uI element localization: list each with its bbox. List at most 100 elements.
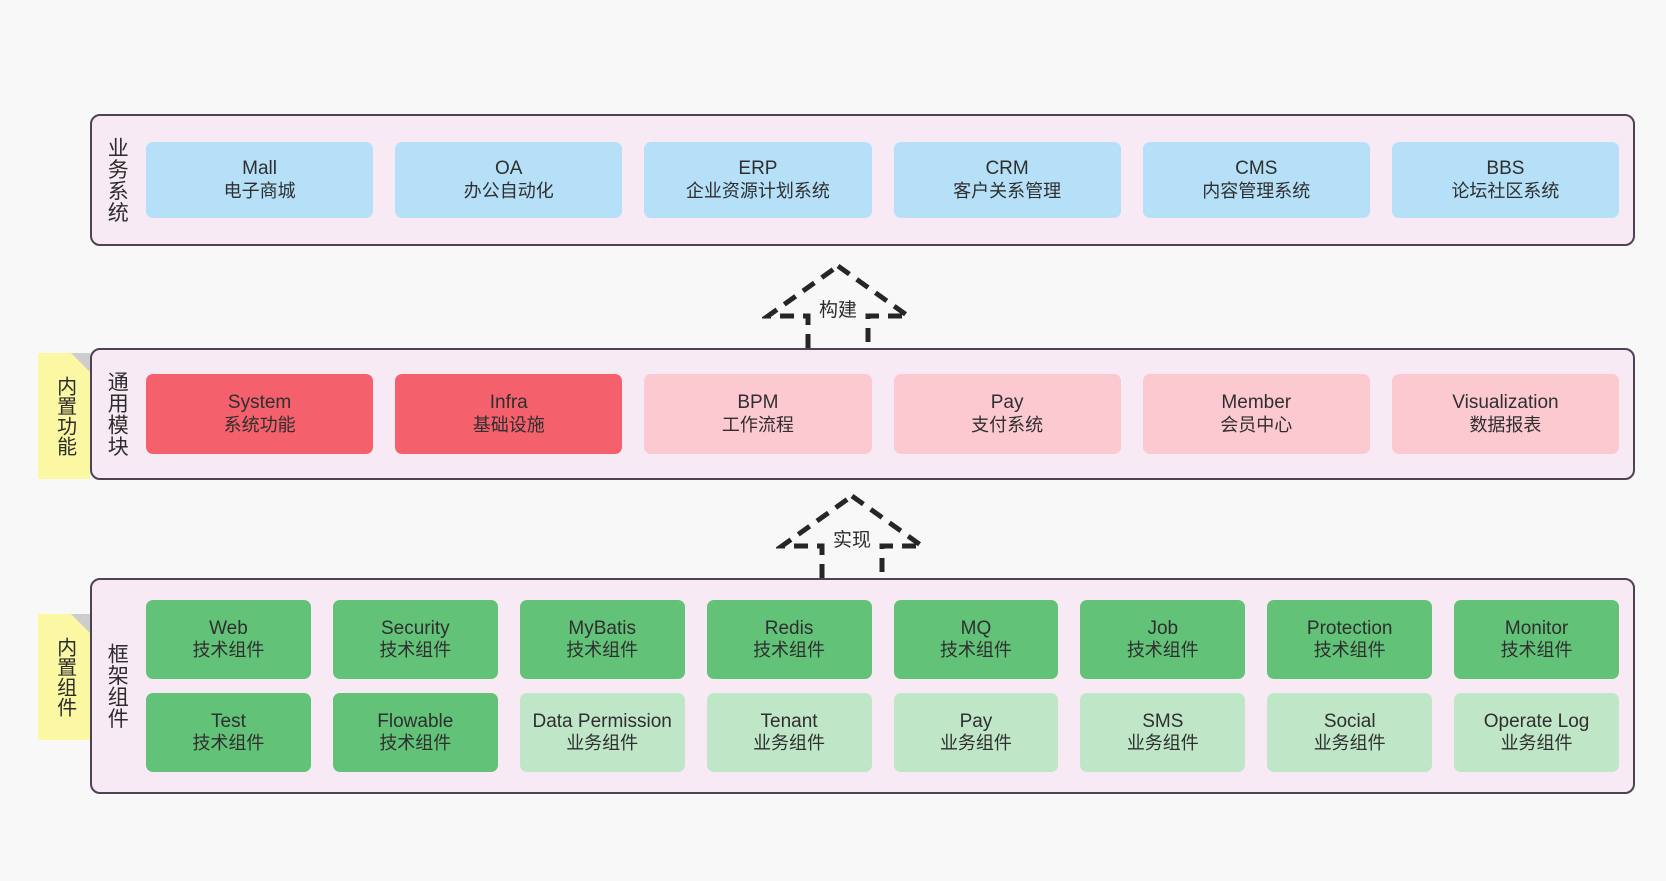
sticky-note-label: 内置功能 (53, 376, 76, 456)
card-protection[interactable]: Protection 技术组件 (1267, 600, 1433, 679)
card-flowable[interactable]: Flowable 技术组件 (332, 693, 498, 772)
card-row: Test 技术组件 Flowable 技术组件 Data Permission … (146, 693, 1619, 772)
card-subtitle: 业务组件 (939, 733, 1012, 754)
connector-implement-label: 实现 (832, 530, 871, 551)
card-title: BBS (1486, 158, 1525, 180)
card-mall[interactable]: Mall 电子商城 (146, 142, 374, 218)
connector-implement: 实现 (776, 492, 928, 588)
card-subtitle: 工作流程 (721, 414, 794, 435)
card-visualization[interactable]: Visualization 数据报表 (1391, 374, 1620, 454)
card-title: CRM (985, 158, 1029, 180)
card-title: Operate Log (1483, 710, 1590, 732)
card-subtitle: 技术组件 (753, 640, 826, 661)
card-subtitle: 技术组件 (192, 733, 265, 754)
card-pay-business[interactable]: Pay 业务组件 (893, 693, 1059, 772)
card-system[interactable]: System 系统功能 (146, 374, 374, 454)
card-subtitle: 技术组件 (939, 640, 1012, 661)
card-subtitle: 技术组件 (379, 640, 452, 661)
layer-business-system: 业务系统 Mall 电子商城 OA 办公自动化 ERP 企业资源计划系统 CRM… (90, 114, 1635, 246)
card-mq[interactable]: MQ 技术组件 (893, 600, 1059, 679)
card-web[interactable]: Web 技术组件 (146, 600, 311, 679)
card-title: Visualization (1452, 392, 1559, 414)
card-title: Mall (242, 158, 277, 180)
card-bbs[interactable]: BBS 论坛社区系统 (1391, 142, 1620, 218)
card-title: System (227, 392, 292, 414)
card-social[interactable]: Social 业务组件 (1267, 693, 1433, 772)
card-subtitle: 系统功能 (223, 414, 296, 435)
card-data-permission[interactable]: Data Permission 业务组件 (519, 693, 685, 772)
sticky-note-label: 内置组件 (53, 637, 76, 717)
layer-label-business-system: 业务系统 (105, 137, 129, 223)
card-subtitle: 论坛社区系统 (1451, 180, 1560, 201)
layer-body-common-module: System 系统功能 Infra 基础设施 BPM 工作流程 Pay 支付系统… (140, 350, 1633, 478)
card-subtitle: 技术组件 (1313, 640, 1386, 661)
card-sms[interactable]: SMS 业务组件 (1080, 693, 1246, 772)
card-job[interactable]: Job 技术组件 (1080, 600, 1246, 679)
card-bpm[interactable]: BPM 工作流程 (644, 374, 872, 454)
card-subtitle: 支付系统 (971, 414, 1044, 435)
connector-build: 构建 (762, 262, 914, 358)
card-subtitle: 技术组件 (1500, 640, 1573, 661)
card-subtitle: 会员中心 (1220, 414, 1293, 435)
card-member[interactable]: Member 会员中心 (1142, 374, 1370, 454)
card-subtitle: 数据报表 (1469, 414, 1542, 435)
card-title: Pay (959, 710, 993, 732)
card-title: CMS (1235, 158, 1278, 180)
card-redis[interactable]: Redis 技术组件 (706, 600, 872, 679)
card-operate-log[interactable]: Operate Log 业务组件 (1454, 693, 1619, 772)
card-oa[interactable]: OA 办公自动化 (395, 142, 623, 218)
card-security[interactable]: Security 技术组件 (332, 600, 498, 679)
card-subtitle: 企业资源计划系统 (685, 180, 830, 201)
card-subtitle: 业务组件 (566, 733, 639, 754)
card-monitor[interactable]: Monitor 技术组件 (1454, 600, 1619, 679)
card-title: MQ (960, 617, 992, 639)
layer-framework-component: 框架组件 Web 技术组件 Security 技术组件 MyBatis 技术组件… (90, 578, 1635, 794)
card-title: BPM (737, 392, 779, 414)
card-mybatis[interactable]: MyBatis 技术组件 (519, 600, 685, 679)
card-title: Protection (1306, 617, 1393, 639)
card-pay[interactable]: Pay 支付系统 (893, 374, 1121, 454)
card-row: Web 技术组件 Security 技术组件 MyBatis 技术组件 Redi… (146, 600, 1619, 679)
card-title: Tenant (760, 710, 818, 732)
card-erp[interactable]: ERP 企业资源计划系统 (644, 142, 872, 218)
card-title: Pay (990, 392, 1024, 414)
card-title: Data Permission (532, 710, 672, 732)
card-subtitle: 业务组件 (1126, 733, 1199, 754)
card-title: Flowable (377, 710, 454, 732)
card-crm[interactable]: CRM 客户关系管理 (893, 142, 1121, 218)
card-subtitle: 办公自动化 (463, 180, 554, 201)
card-title: Monitor (1504, 617, 1569, 639)
layer-label-framework-component: 框架组件 (105, 643, 129, 729)
layer-body-business-system: Mall 电子商城 OA 办公自动化 ERP 企业资源计划系统 CRM 客户关系… (140, 116, 1633, 244)
card-subtitle: 技术组件 (1126, 640, 1199, 661)
card-title: Test (211, 710, 246, 732)
card-subtitle: 客户关系管理 (953, 180, 1062, 201)
card-subtitle: 技术组件 (566, 640, 639, 661)
card-subtitle: 基础设施 (472, 414, 545, 435)
card-subtitle: 业务组件 (1500, 733, 1573, 754)
card-row: System 系统功能 Infra 基础设施 BPM 工作流程 Pay 支付系统… (146, 374, 1620, 454)
layer-body-framework-component: Web 技术组件 Security 技术组件 MyBatis 技术组件 Redi… (140, 580, 1633, 792)
connector-build-label: 构建 (818, 300, 857, 321)
card-subtitle: 技术组件 (379, 733, 452, 754)
card-title: Infra (489, 392, 528, 414)
card-title: Member (1221, 392, 1292, 414)
card-title: OA (495, 158, 523, 180)
card-test[interactable]: Test 技术组件 (146, 693, 311, 772)
card-subtitle: 电子商城 (223, 180, 296, 201)
card-title: ERP (738, 158, 778, 180)
sticky-note-builtin-features: 内置功能 (38, 353, 90, 479)
card-tenant[interactable]: Tenant 业务组件 (706, 693, 872, 772)
card-subtitle: 内容管理系统 (1202, 180, 1311, 201)
card-infra[interactable]: Infra 基础设施 (395, 374, 623, 454)
card-title: Social (1323, 710, 1376, 732)
card-subtitle: 业务组件 (1313, 733, 1386, 754)
card-title: Web (209, 617, 248, 639)
card-subtitle: 技术组件 (192, 640, 265, 661)
card-title: Security (380, 617, 450, 639)
card-title: Job (1147, 617, 1179, 639)
card-title: MyBatis (568, 617, 636, 639)
card-row: Mall 电子商城 OA 办公自动化 ERP 企业资源计划系统 CRM 客户关系… (146, 142, 1620, 218)
card-cms[interactable]: CMS 内容管理系统 (1142, 142, 1370, 218)
